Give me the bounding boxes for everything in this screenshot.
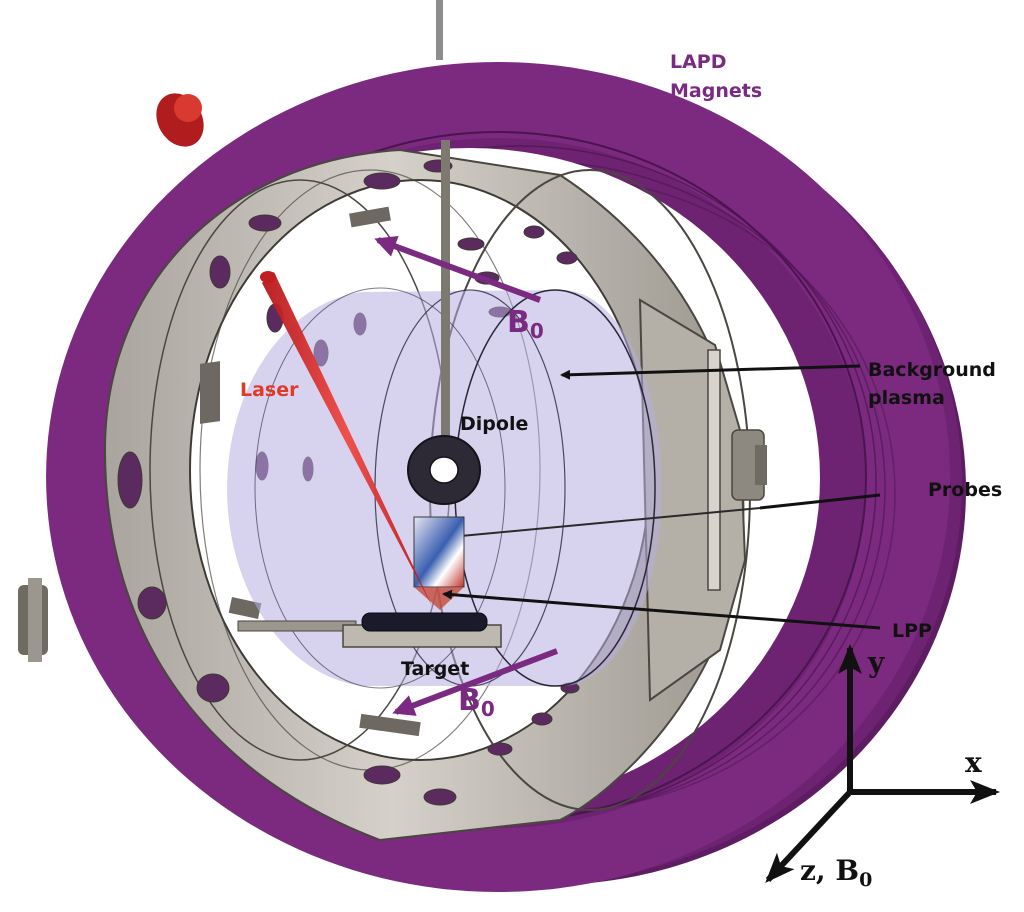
arrow-lpp <box>442 589 881 630</box>
background-plasma-label-line1: Background <box>868 359 996 381</box>
target-label: Target <box>401 658 469 680</box>
lpp-label: LPP <box>892 620 932 642</box>
axis-z-label-sub: 0 <box>859 869 872 891</box>
axis-z-arrow <box>765 789 853 883</box>
probe-shaft <box>417 507 761 541</box>
b0-label-top-main: B <box>507 305 530 340</box>
b0-label-bottom-main: B <box>458 683 481 718</box>
coordinate-axes <box>765 644 1000 883</box>
axis-y-label: y <box>867 646 885 679</box>
axis-z-label-main: z, B <box>800 854 859 887</box>
b0-label-bottom-sub: 0 <box>481 697 495 721</box>
b0-label-top: B0 <box>507 305 544 343</box>
target-holder <box>237 612 502 648</box>
side-port <box>18 578 48 662</box>
top-rod <box>436 0 443 60</box>
background-plasma-label-line2: plasma <box>868 387 945 409</box>
lapd-label-line2: Magnets <box>670 80 762 102</box>
probe-drive-flange <box>638 298 767 702</box>
probes-label: Probes <box>928 479 1002 501</box>
axis-z-label: z, B0 <box>800 854 872 891</box>
b0-label-top-sub: 0 <box>530 319 544 343</box>
dipole-rod <box>441 140 450 460</box>
b0-label-bottom: B0 <box>458 683 495 721</box>
red-port <box>156 93 204 147</box>
laser-beam <box>262 272 433 608</box>
arrow-probes <box>759 493 881 510</box>
dipole-label: Dipole <box>460 413 528 435</box>
arrow-background-plasma <box>560 364 861 380</box>
b0-arrow-top <box>374 235 542 303</box>
lapd-label-line1: LAPD <box>670 51 727 73</box>
dipole-magnet <box>407 435 481 505</box>
laser-label: Laser <box>240 379 299 401</box>
b0-arrow-bottom <box>392 648 559 716</box>
axis-x-label: x <box>965 746 982 779</box>
